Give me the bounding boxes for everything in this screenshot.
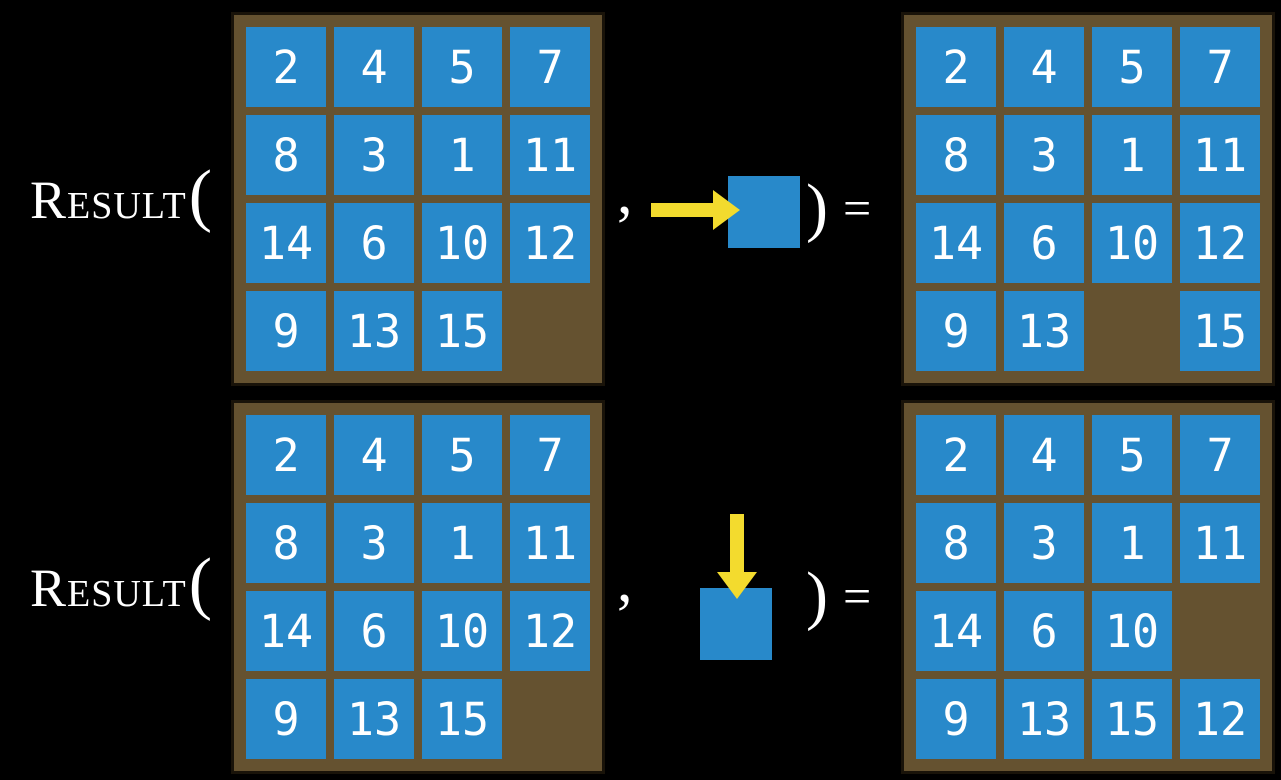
puzzle-tile-10: 10 bbox=[1092, 203, 1172, 283]
puzzle-tile-12: 12 bbox=[510, 203, 590, 283]
function-name: Result bbox=[30, 170, 187, 230]
puzzle-tile-14: 14 bbox=[246, 591, 326, 671]
empty-cell bbox=[510, 679, 590, 759]
puzzle-tile-5: 5 bbox=[422, 415, 502, 495]
puzzle-tile-15: 15 bbox=[1180, 291, 1260, 371]
equals-sign: = bbox=[842, 568, 872, 624]
puzzle-tile-11: 11 bbox=[510, 503, 590, 583]
puzzle-tile-1: 1 bbox=[422, 115, 502, 195]
puzzle-tile-1: 1 bbox=[422, 503, 502, 583]
puzzle-tile-3: 3 bbox=[1004, 115, 1084, 195]
puzzle-tile-9: 9 bbox=[246, 679, 326, 759]
comma-separator: , bbox=[617, 159, 633, 227]
moved-tile bbox=[728, 176, 800, 248]
open-paren: ( bbox=[188, 545, 213, 622]
puzzle-tile-1: 1 bbox=[1092, 503, 1172, 583]
empty-cell bbox=[1092, 291, 1172, 371]
puzzle-tile-8: 8 bbox=[916, 503, 996, 583]
equals-sign: = bbox=[842, 180, 872, 236]
puzzle-tile-2: 2 bbox=[916, 27, 996, 107]
puzzle-tile-2: 2 bbox=[246, 27, 326, 107]
puzzle-tile-7: 7 bbox=[510, 415, 590, 495]
right-arrow-icon bbox=[651, 190, 740, 230]
empty-cell bbox=[1180, 591, 1260, 671]
puzzle-tile-15: 15 bbox=[1092, 679, 1172, 759]
puzzle-tile-4: 4 bbox=[1004, 27, 1084, 107]
puzzle-tile-13: 13 bbox=[334, 679, 414, 759]
puzzle-tile-11: 11 bbox=[510, 115, 590, 195]
open-paren: ( bbox=[188, 157, 213, 234]
puzzle-tile-1: 1 bbox=[1092, 115, 1172, 195]
puzzle-tile-8: 8 bbox=[246, 503, 326, 583]
puzzle-tile-7: 7 bbox=[1180, 27, 1260, 107]
puzzle-tile-9: 9 bbox=[916, 679, 996, 759]
puzzle-tile-12: 12 bbox=[1180, 203, 1260, 283]
close-paren: ) bbox=[806, 171, 828, 244]
puzzle-tile-2: 2 bbox=[246, 415, 326, 495]
close-paren: ) bbox=[806, 559, 828, 632]
puzzle-tile-6: 6 bbox=[334, 203, 414, 283]
puzzle-tile-4: 4 bbox=[334, 415, 414, 495]
puzzle-tile-14: 14 bbox=[916, 203, 996, 283]
puzzle-tile-3: 3 bbox=[1004, 503, 1084, 583]
puzzle-tile-6: 6 bbox=[334, 591, 414, 671]
empty-cell bbox=[510, 291, 590, 371]
puzzle-tile-11: 11 bbox=[1180, 115, 1260, 195]
puzzle-tile-5: 5 bbox=[1092, 415, 1172, 495]
down-arrow-icon bbox=[717, 514, 757, 599]
puzzle-tile-3: 3 bbox=[334, 503, 414, 583]
function-name: Result bbox=[30, 558, 187, 618]
comma-separator: , bbox=[617, 547, 633, 615]
puzzle-tile-14: 14 bbox=[246, 203, 326, 283]
puzzle-tile-8: 8 bbox=[916, 115, 996, 195]
puzzle-tile-11: 11 bbox=[1180, 503, 1260, 583]
puzzle-tile-7: 7 bbox=[1180, 415, 1260, 495]
close-paren-equals: ) = bbox=[806, 556, 871, 636]
puzzle-tile-8: 8 bbox=[246, 115, 326, 195]
puzzle-tile-12: 12 bbox=[510, 591, 590, 671]
close-paren-equals: ) = bbox=[806, 168, 871, 248]
puzzle-tile-10: 10 bbox=[422, 203, 502, 283]
puzzle-tile-7: 7 bbox=[510, 27, 590, 107]
puzzle-tile-13: 13 bbox=[1004, 291, 1084, 371]
puzzle-tile-3: 3 bbox=[334, 115, 414, 195]
puzzle-tile-6: 6 bbox=[1004, 203, 1084, 283]
puzzle-tile-12: 12 bbox=[1180, 679, 1260, 759]
puzzle-tile-15: 15 bbox=[422, 291, 502, 371]
puzzle-tile-9: 9 bbox=[246, 291, 326, 371]
puzzle-tile-13: 13 bbox=[334, 291, 414, 371]
puzzle-tile-4: 4 bbox=[1004, 415, 1084, 495]
puzzle-tile-6: 6 bbox=[1004, 591, 1084, 671]
puzzle-tile-10: 10 bbox=[422, 591, 502, 671]
result-function-label: Result( bbox=[30, 544, 212, 624]
puzzle-tile-14: 14 bbox=[916, 591, 996, 671]
puzzle-tile-5: 5 bbox=[1092, 27, 1172, 107]
puzzle-tile-2: 2 bbox=[916, 415, 996, 495]
puzzle-tile-4: 4 bbox=[334, 27, 414, 107]
puzzle-tile-10: 10 bbox=[1092, 591, 1172, 671]
result-function-label: Result( bbox=[30, 156, 212, 236]
puzzle-tile-15: 15 bbox=[422, 679, 502, 759]
puzzle-tile-13: 13 bbox=[1004, 679, 1084, 759]
puzzle-tile-5: 5 bbox=[422, 27, 502, 107]
moved-tile bbox=[700, 588, 772, 660]
puzzle-tile-9: 9 bbox=[916, 291, 996, 371]
